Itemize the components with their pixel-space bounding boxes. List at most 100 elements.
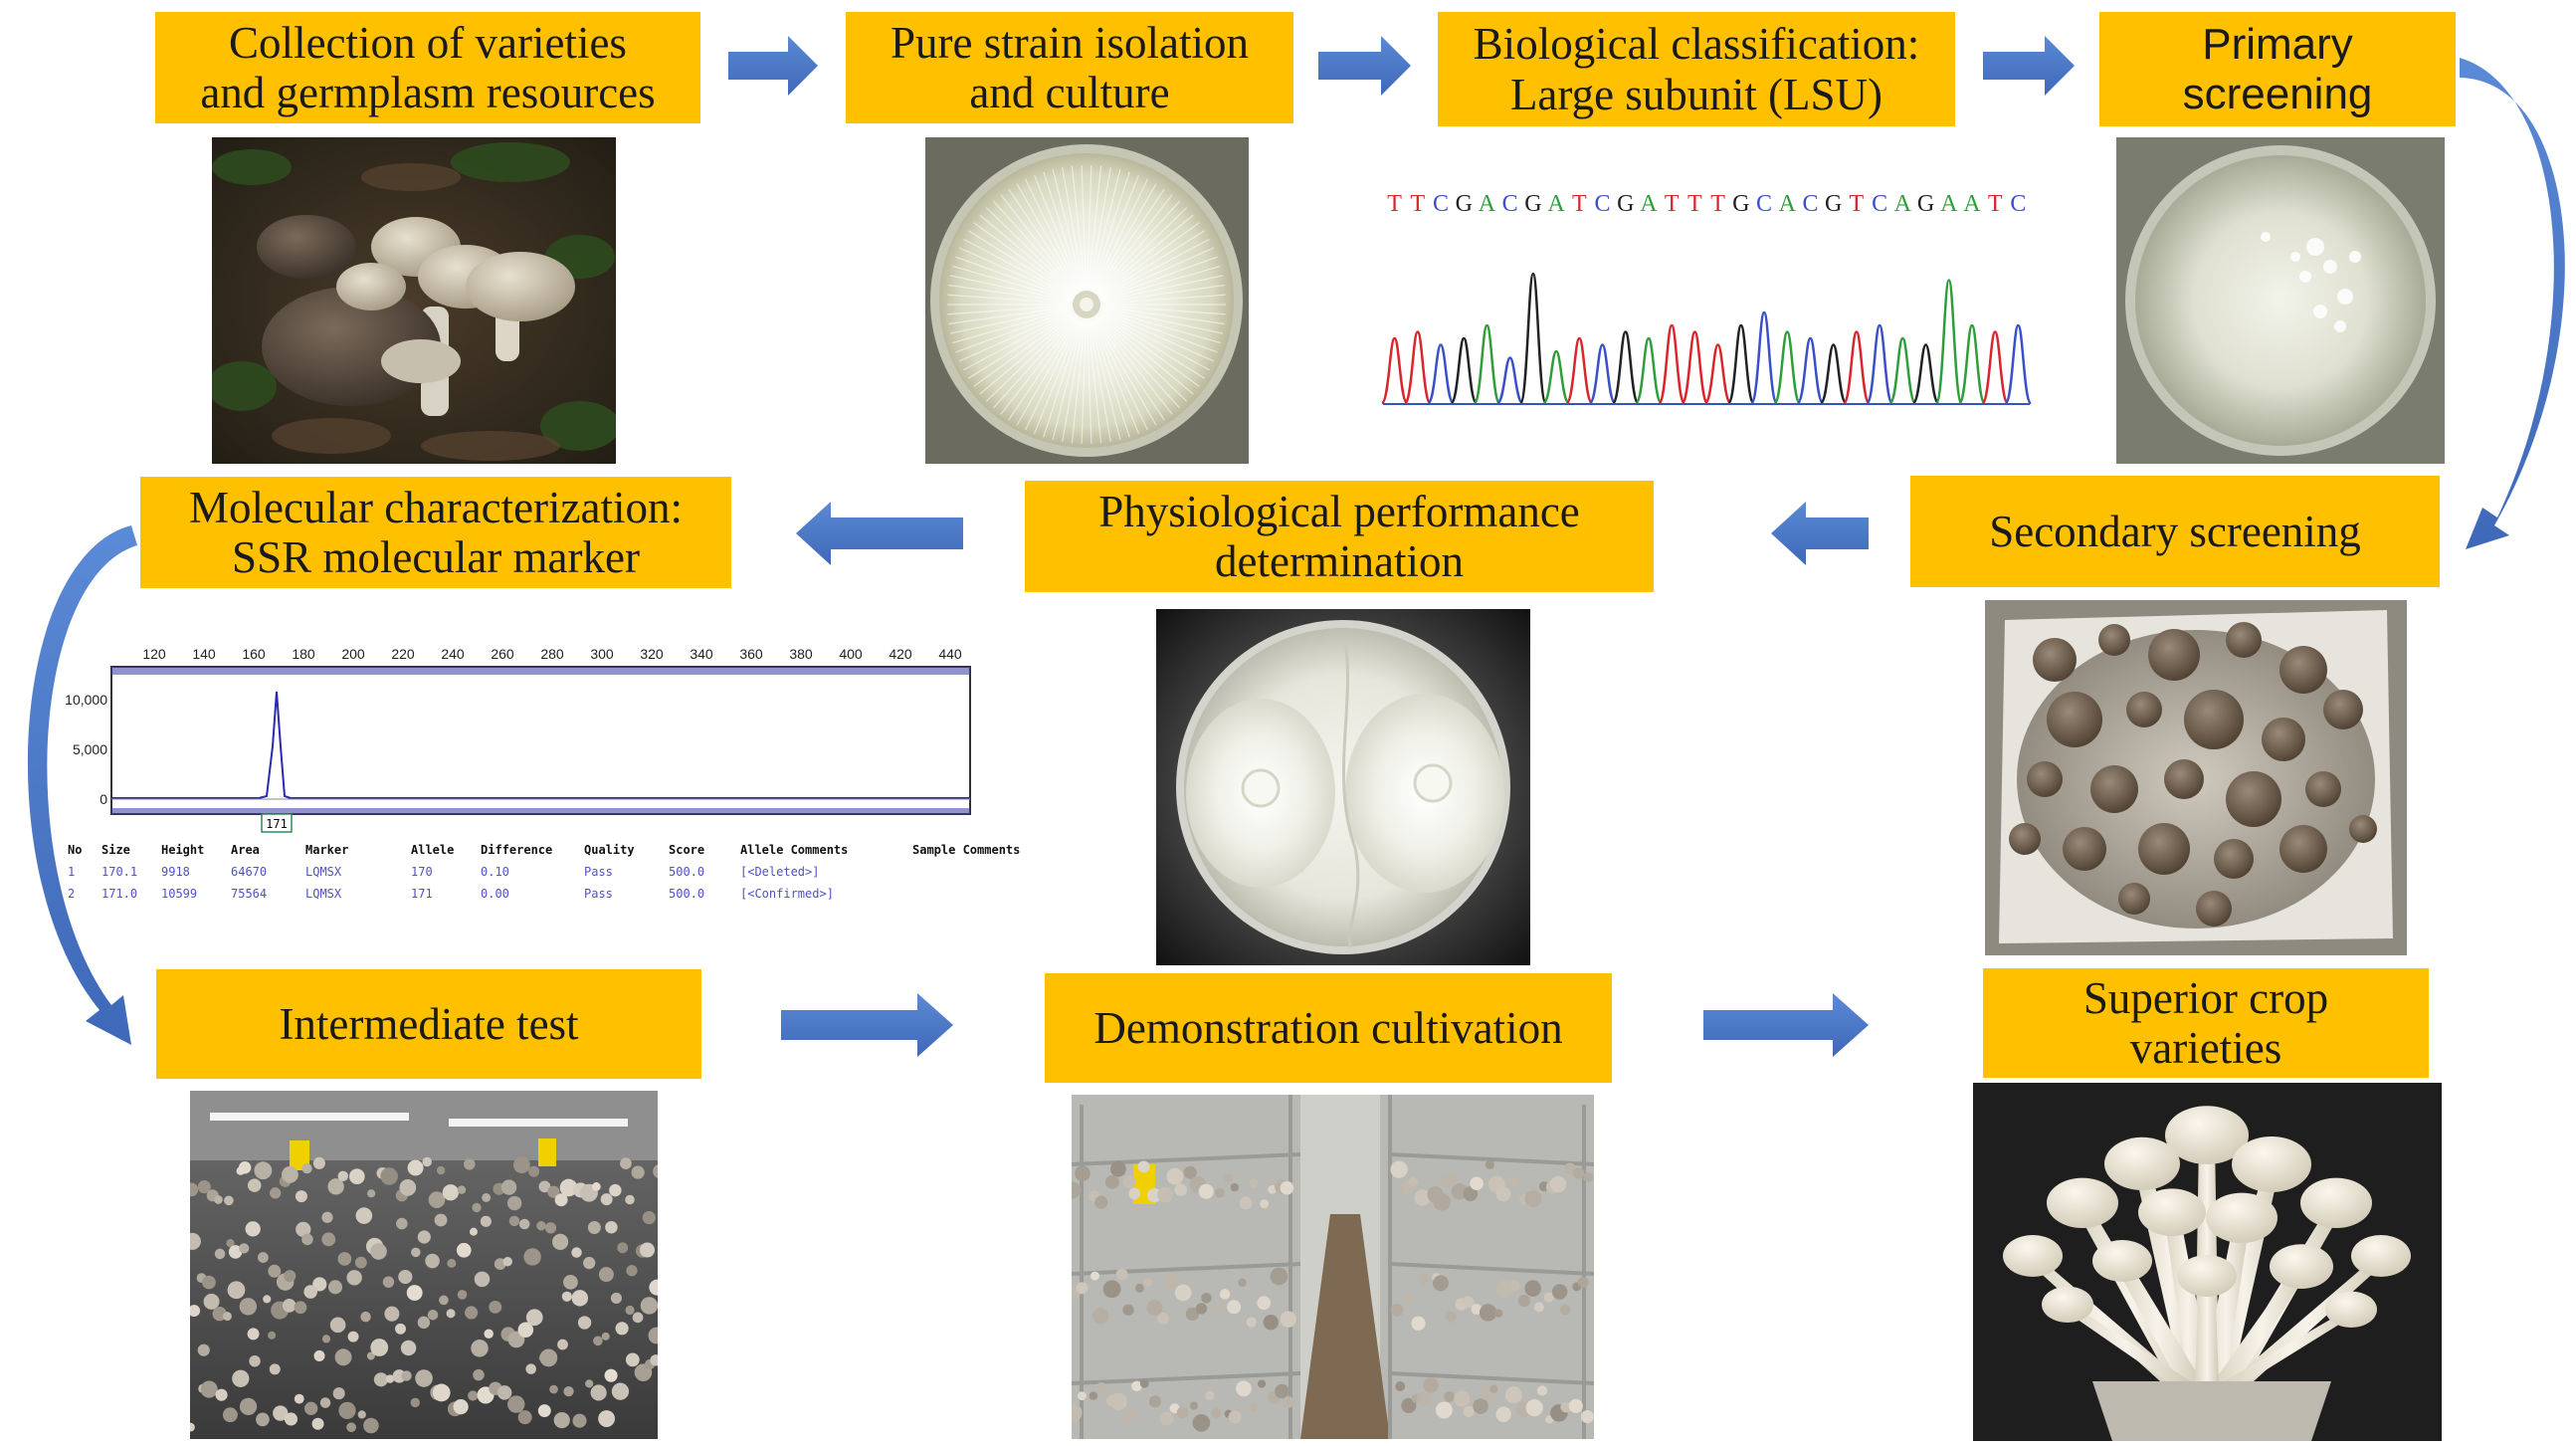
superior-varieties-photo [1973,1083,2442,1441]
trace-peak [1588,343,1617,405]
primary-screening-dish-photo [2116,137,2445,464]
step-physiological-line2: determination [1215,536,1464,586]
sequence-base: G [1732,191,1749,217]
sequence-base: C [1595,191,1611,217]
trace-peak [1888,336,1917,405]
ssr-x-tick: 420 [889,646,912,662]
trace-peak [1703,343,1732,405]
mushroom-cap [2270,1244,2333,1289]
ssr-table-cell: 2 [68,887,75,901]
mushroom-cap [2226,622,2262,658]
sequence-base: A [1940,191,1958,217]
mushroom-cap [2164,759,2204,799]
ssr-x-tick: 300 [590,646,614,662]
trace-peak [1819,343,1848,405]
ssr-table-cell: 171 [411,887,433,901]
ssr-x-tick: 220 [391,646,415,662]
ssr-peak-label: 171 [266,817,288,831]
trace-peak [1473,323,1501,405]
sequence-base: A [1640,191,1658,217]
ssr-table-header: Marker [305,843,348,857]
step-primary-line2: screening [2182,69,2373,118]
mushroom-cap [2214,839,2254,879]
mushroom-cap [2206,1192,2278,1243]
sequence-base: T [1687,191,1702,217]
ssr-table-cell: 171.0 [101,887,137,901]
trace-peak [1403,330,1432,405]
mushroom-cap [2003,1235,2063,1277]
mushroom-cap [2092,1240,2152,1282]
ssr-table-cell: 170 [411,865,433,879]
arrow-right-5 [1703,993,1869,1057]
step-isolation-line2: and culture [969,68,1170,117]
step-secondary-screening: Secondary screening [1910,476,2440,587]
mushroom-cap [2009,823,2041,855]
step-superior-line2: varieties [2129,1023,2282,1073]
ssr-y-tick: 10,000 [65,692,107,708]
sequence-base: A [1547,191,1565,217]
trace-peak [1495,356,1524,405]
mushroom-cap [2232,1136,2311,1192]
sequence-base: T [1387,191,1402,217]
mushroom-cap [2063,827,2106,871]
mushroom-cap [2349,815,2377,843]
mushroom-cap [2047,1177,2118,1228]
mushroom-cap [2262,718,2305,761]
intermediate-test-photo [190,1091,658,1439]
petri-dish-culture-photo [925,137,1249,464]
mushroom-cap [2279,646,2327,694]
trace-peak [1726,323,1755,405]
ssr-x-tick: 400 [839,646,863,662]
ssr-table-cell: 0.10 [481,865,509,879]
ssr-table-header: Score [669,843,704,857]
arrow-right-2 [1318,36,1411,96]
trace-peak [1750,310,1779,405]
trace-peak [1957,323,1986,405]
trace-peak [1634,336,1663,405]
sequence-base: T [1572,191,1587,217]
trace-peak [1565,336,1594,405]
ssr-table-header: Difference [481,843,552,857]
mushroom-cap [2027,761,2063,797]
step-isolation-line1: Pure strain isolation [891,17,1249,68]
mushroom-cap [2300,1177,2372,1228]
trace-peak [1842,330,1871,405]
arrow-right-1 [728,36,818,96]
ssr-table-cell: 500.0 [669,865,704,879]
trace-peak [1866,323,1894,405]
trace-peak [1796,336,1825,405]
sequence-base: G [1524,191,1541,217]
step-classification: Biological classification: Large subunit… [1438,12,1955,126]
ssr-x-tick: 440 [938,646,962,662]
sequence-traces [1380,272,2033,405]
mushroom-cap [2351,1235,2411,1277]
sequence-base: A [1479,191,1496,217]
mushroom-cap [2033,638,2077,682]
mushroom-cap [2323,690,2363,729]
ssr-table-cell: [<Deleted>] [740,865,819,879]
mushroom-cap [2098,624,2130,656]
trace-peak [1542,349,1571,405]
ssr-x-tick: 140 [192,646,216,662]
mushroom-cap [2177,1255,2237,1297]
mushroom-cap [2118,883,2150,915]
ssr-x-tick: 320 [640,646,664,662]
ssr-table-cell: LQMSX [305,887,342,901]
step-collection: Collection of varieties and germplasm re… [155,12,700,123]
sequence-base: A [1963,191,1981,217]
mushroom-cap [2226,771,2281,827]
ssr-x-tick: 160 [242,646,266,662]
mushroom-cap [2165,1106,2249,1164]
sequence-base: A [1779,191,1797,217]
trace-peak [1658,323,1686,405]
mushroom-cap [2196,891,2232,927]
ssr-x-tick: 120 [142,646,166,662]
arrow-right-4 [781,993,953,1057]
trace-peak [1427,343,1456,405]
step-secondary-line1: Secondary screening [1989,506,2361,556]
trace-peak [1518,272,1547,405]
ssr-table-header: Allele [411,843,454,857]
